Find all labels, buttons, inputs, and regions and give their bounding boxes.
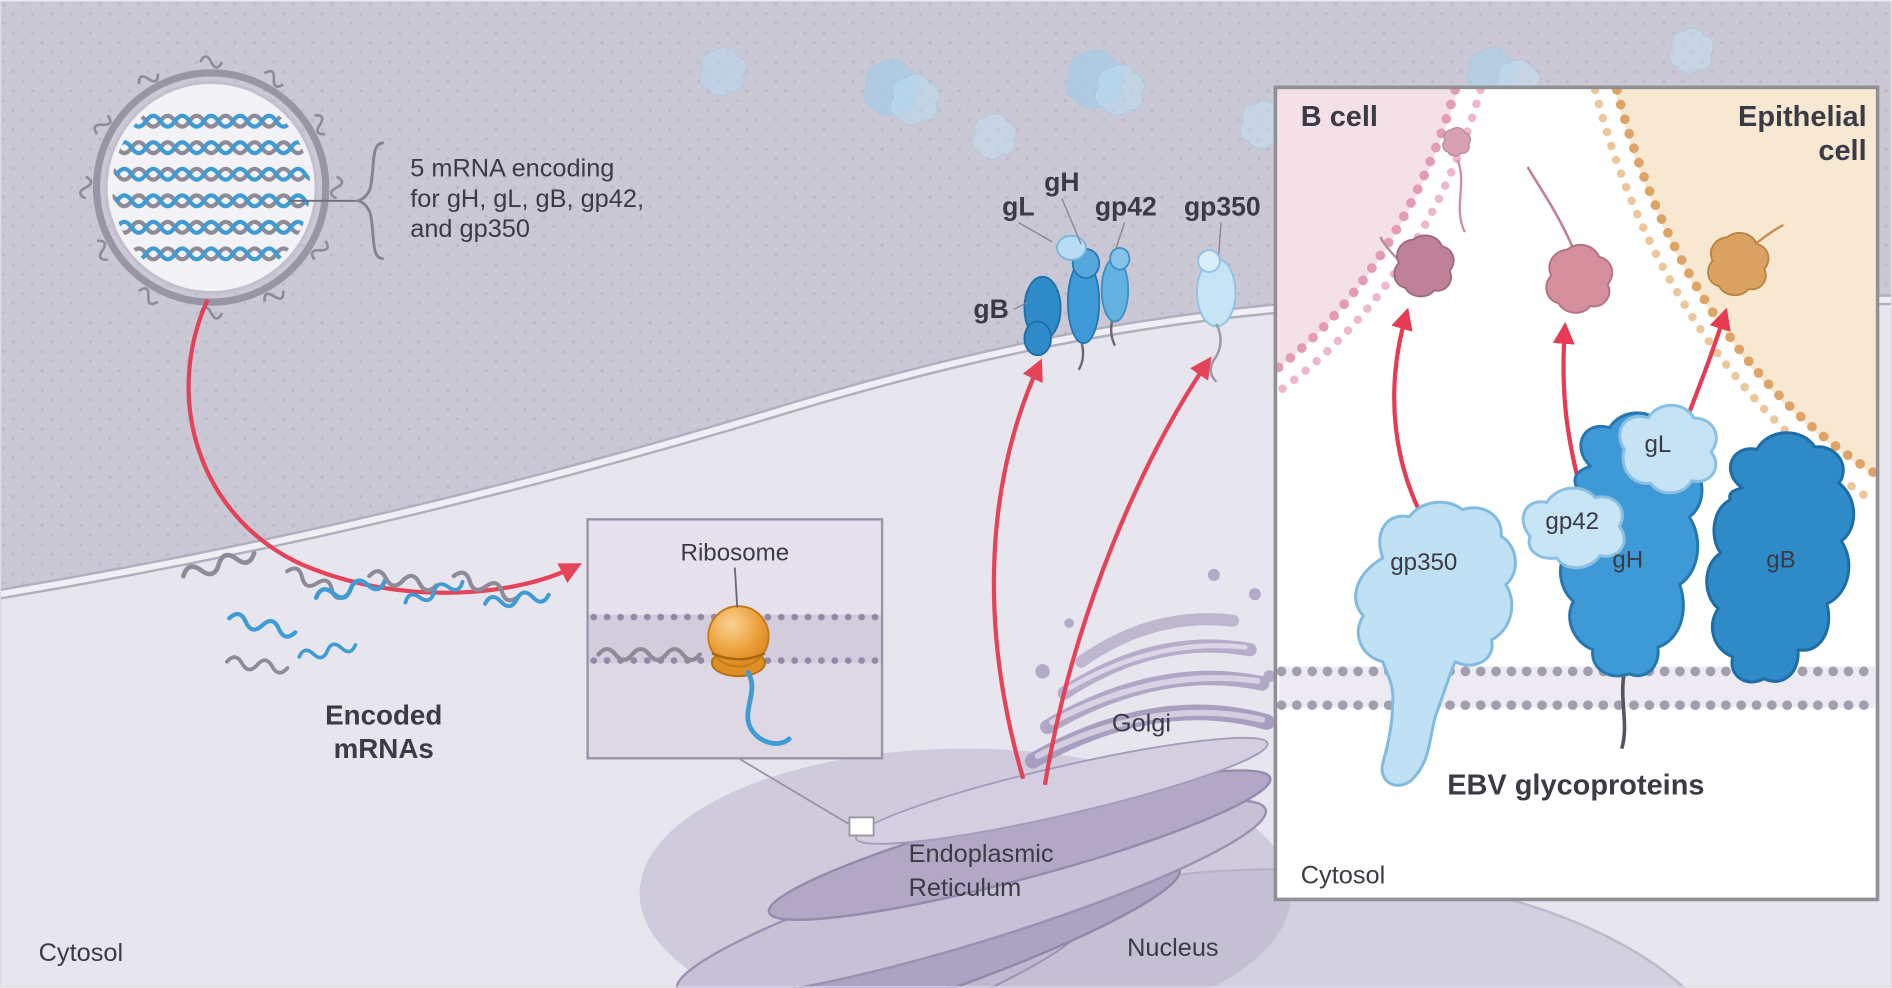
epithelial-membrane-dots-outer — [1590, 85, 1880, 507]
epithelial-label-line2: cell — [1818, 135, 1866, 167]
inset-gL — [1618, 403, 1718, 495]
encoded-mrnas: Encoded mRNAs — [181, 547, 549, 764]
inset-label-gL: gL — [1644, 431, 1671, 458]
gp350-tail — [1209, 323, 1222, 383]
inset-label-gH: gH — [1612, 547, 1643, 574]
cell-membrane-inner — [0, 296, 1892, 598]
endoplasmic-reticulum — [618, 736, 1291, 988]
ribosome-large-subunit — [707, 605, 770, 668]
cytosol-label: Cytosol — [39, 939, 123, 967]
annotation-bracket — [353, 141, 385, 261]
label-gp42: gp42 — [1095, 191, 1157, 221]
annotation-line2: for gH, gL, gB, gp42, — [410, 185, 644, 213]
inset-cytosol-label: Cytosol — [1301, 862, 1385, 890]
gL-protein — [1056, 234, 1087, 261]
nucleus-label: Nucleus — [1127, 934, 1219, 962]
ribosome-inset: Ribosome — [586, 518, 884, 760]
inset-gp42 — [1521, 486, 1626, 570]
epithelial-membrane-dots — [1612, 84, 1880, 479]
mrna-annotation: 5 mRNA encoding for gH, gL, gB, gp42, an… — [289, 141, 644, 261]
label-gH: gH — [1044, 167, 1079, 197]
golgi-apparatus — [1025, 568, 1276, 769]
label-gL: gL — [1002, 191, 1034, 221]
label-gp350: gp350 — [1184, 191, 1261, 221]
er-zoom-marker — [848, 816, 875, 837]
ebv-glycoproteins: gp350 gp42 gH gL gB — [1354, 403, 1856, 787]
annotation-line1: 5 mRNA encoding — [410, 155, 614, 183]
label-gB: gB — [973, 294, 1008, 324]
inset-label-gB: gB — [1766, 547, 1796, 574]
golgi-label: Golgi — [1112, 710, 1171, 738]
inset-gH-tail — [1619, 673, 1627, 750]
b-cell-label: B cell — [1301, 101, 1378, 133]
cell-receptors — [1379, 127, 1784, 314]
golgi-vesicles — [1035, 568, 1276, 683]
protein-pointer-lines — [1013, 198, 1222, 311]
inset-label-gp42: gp42 — [1545, 508, 1599, 535]
lnp-outer-ring — [92, 69, 330, 306]
inset-border — [1273, 85, 1880, 902]
lipid-nanoparticle — [78, 55, 344, 320]
mrna-strand-gray — [596, 646, 702, 662]
inset-connector — [737, 757, 875, 837]
nascent-chain-blue — [745, 670, 792, 746]
arrow-er-to-membrane-complex — [991, 358, 1043, 780]
epithelial-label-line1: Epithelial — [1738, 101, 1867, 133]
trafficking-arrows — [186, 298, 1212, 786]
ribosome-label: Ribosome — [681, 539, 790, 566]
inset-caption: EBV glycoproteins — [1447, 769, 1704, 801]
annotation-line3: and gp350 — [410, 215, 530, 243]
arrow-gH-to-bcell — [1552, 321, 1582, 487]
arrow-er-to-gp350 — [1042, 356, 1212, 786]
inset-panel: B cell Epithelial cell — [1270, 84, 1880, 902]
inset-gB — [1705, 431, 1856, 684]
encoded-mrnas-label-line2: mRNAs — [334, 733, 434, 764]
surface-glycoprotein-complex: gL gH gp42 gp350 gB — [973, 167, 1261, 383]
arrow-gp350-to-bcell — [1391, 307, 1430, 528]
inset-label-gp350: gp350 — [1390, 549, 1457, 576]
lnp-body — [104, 81, 318, 295]
encoded-mrnas-label-line1: Encoded — [325, 699, 442, 730]
inset-gp350 — [1354, 500, 1517, 787]
er-label-line2: Reticulum — [909, 874, 1022, 902]
receptor-tail-small — [1456, 159, 1466, 233]
receptor-tail-2 — [1526, 166, 1575, 250]
arrow-lnp-to-ribosome — [186, 298, 582, 595]
er-label-line1: Endoplasmic — [909, 840, 1054, 868]
